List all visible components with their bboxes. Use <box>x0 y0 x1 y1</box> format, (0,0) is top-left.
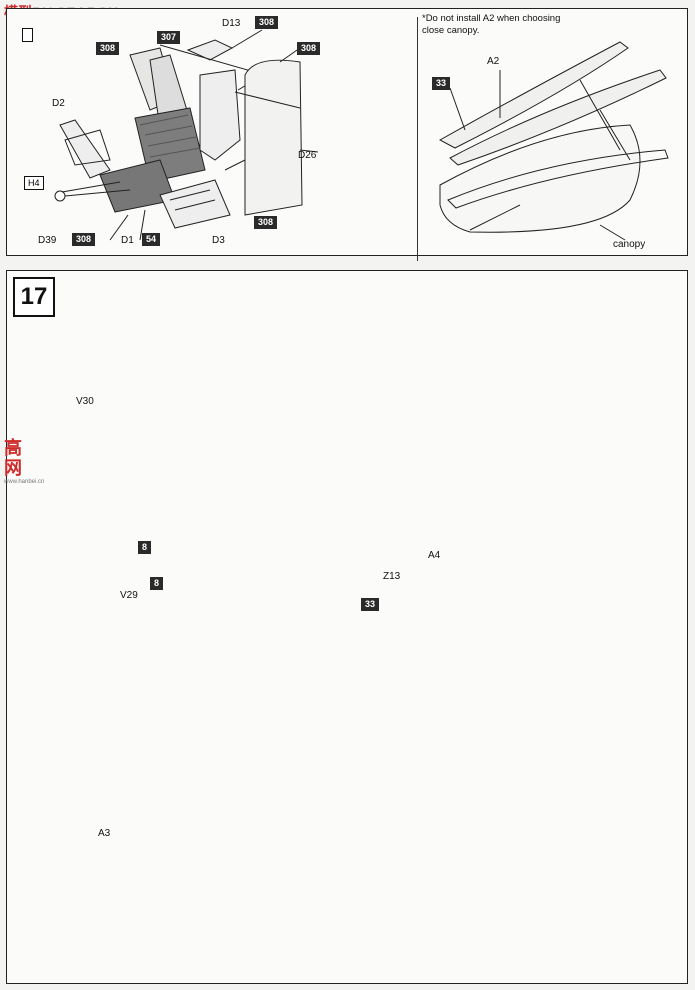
part-label-z13: Z13 <box>383 571 401 582</box>
ejection-seat-drawing <box>54 29 319 241</box>
part-box-308: 308 <box>254 216 278 229</box>
part-label-d2: D2 <box>52 98 65 109</box>
part-label-v29: V29 <box>120 590 138 601</box>
watermark-side: 高网 www.hanbei.cn <box>4 438 45 486</box>
part-box-308: 308 <box>255 16 279 29</box>
boxed-ref <box>22 28 33 42</box>
part-box-54: 54 <box>142 233 161 246</box>
part-label-h4: H4 <box>24 176 44 190</box>
step-number: 17 <box>13 277 55 317</box>
part-label-v30: V30 <box>76 396 94 407</box>
part-box-308: 308 <box>72 233 96 246</box>
watermark-side-glyphs: 高网 <box>4 438 22 478</box>
part-box-8: 8 <box>138 541 152 554</box>
canopy-drawing <box>438 41 669 241</box>
part-box-308: 308 <box>297 42 321 55</box>
part-label-d26: D26 <box>298 150 317 161</box>
part-box-308: 308 <box>96 42 120 55</box>
part-label-a3: A3 <box>98 828 111 839</box>
part-label-a4: A4 <box>428 550 441 561</box>
part-label-canopy: canopy <box>613 239 646 250</box>
part-box-33: 33 <box>432 77 451 90</box>
part-label-a2: A2 <box>487 56 500 67</box>
part-box-33: 33 <box>361 598 380 611</box>
part-label-d3: D3 <box>212 235 225 246</box>
panel-divider <box>417 17 418 261</box>
part-box-307: 307 <box>157 31 181 44</box>
part-box-8: 8 <box>150 577 164 590</box>
part-label-d39: D39 <box>38 235 57 246</box>
part-label-d13: D13 <box>222 18 241 29</box>
part-label-d1: D1 <box>121 235 134 246</box>
step-17-panel: 17 <box>6 270 688 984</box>
canopy-note: *Do not install A2 when choosing close c… <box>422 13 561 36</box>
watermark-side-url: www.hanbei.cn <box>4 479 45 485</box>
